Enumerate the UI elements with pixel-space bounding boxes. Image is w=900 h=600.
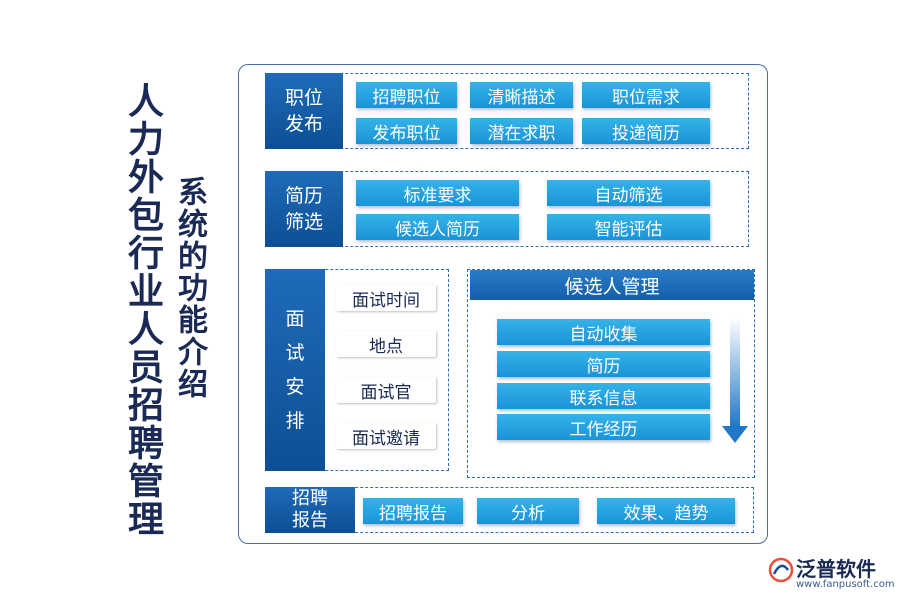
item-interview-time: 面试时间 [336,285,436,311]
item-position-requirement: 职位需求 [582,82,710,108]
logo-name: 泛普软件 [796,557,876,581]
label-job-posting: 职位发布 [265,73,343,149]
item-clear-description: 清晰描述 [470,82,573,108]
item-effect-trend: 效果、趋势 [597,498,735,524]
item-location: 地点 [336,331,436,357]
item-candidate-resume: 候选人简历 [356,214,519,240]
item-work-experience: 工作经历 [497,414,710,440]
item-recruit-report: 招聘报告 [363,498,463,524]
item-contact-info: 联系信息 [497,383,710,409]
item-auto-collect: 自动收集 [497,319,710,345]
sub-title: 系统的功能介绍 [172,176,207,400]
label-recruitment-report: 招聘报告 [265,487,355,533]
label-candidate-management: 候选人管理 [470,270,754,300]
item-smart-evaluation: 智能评估 [547,214,710,240]
item-publish-position: 发布职位 [356,118,457,144]
logo-url: www.fanpusoft.com [796,579,895,590]
down-arrow-icon [722,318,748,443]
item-potential-applicant: 潜在求职 [470,118,573,144]
item-interviewer: 面试官 [336,377,436,403]
item-recruit-position: 招聘职位 [356,82,457,108]
item-standard-requirement: 标准要求 [356,180,519,206]
item-interview-invitation: 面试邀请 [336,423,436,449]
item-analysis: 分析 [477,498,579,524]
item-resume: 简历 [497,351,710,377]
logo-icon [768,557,794,583]
main-title: 人力外包行业人员招聘管理 [122,82,163,538]
diagram-frame [238,64,768,544]
label-resume-screening: 简历筛选 [265,171,343,247]
item-auto-screening: 自动筛选 [547,180,710,206]
label-interview: 面试安排 [265,269,325,471]
section-candidate-management [467,269,755,478]
item-submit-resume: 投递简历 [582,118,710,144]
